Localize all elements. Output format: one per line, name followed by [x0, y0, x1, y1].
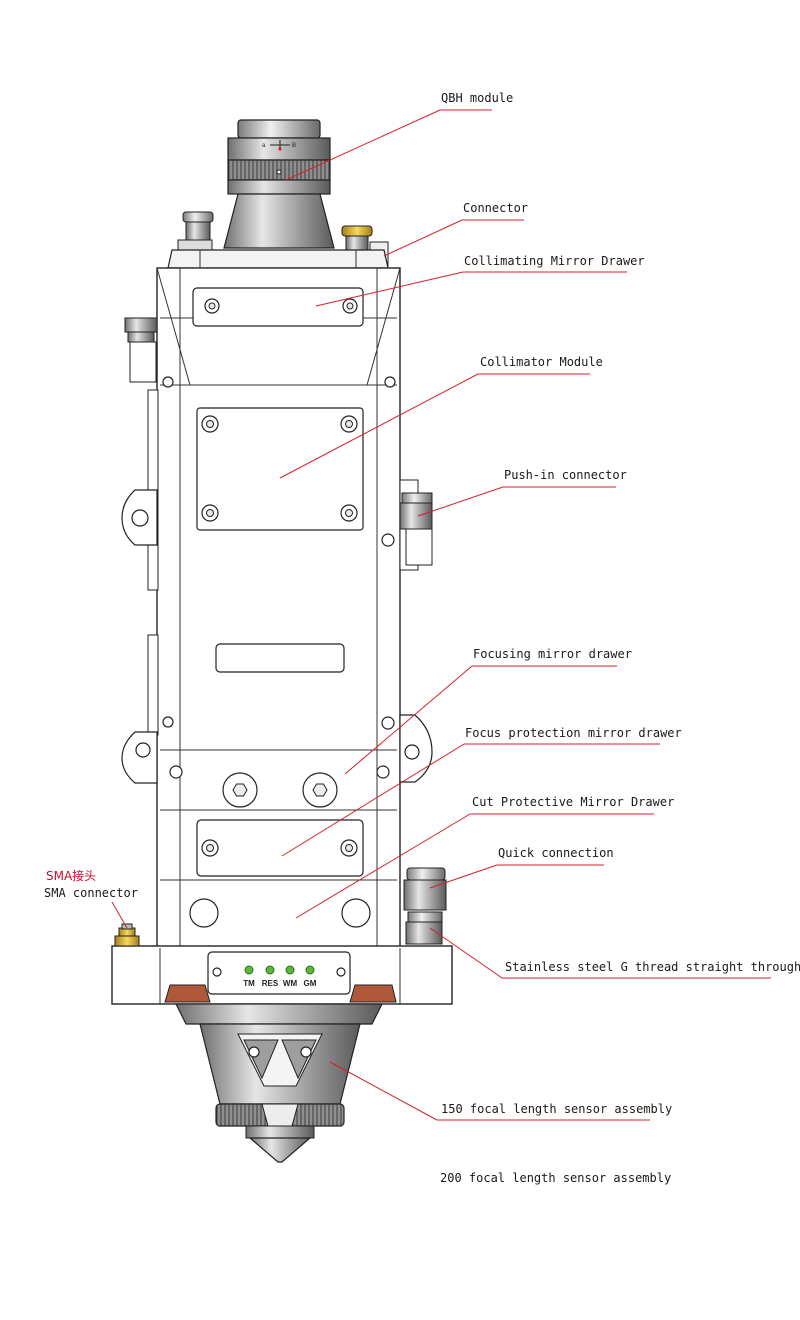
led-res [265, 965, 275, 975]
collimating-mirror-drawer [192, 287, 364, 327]
nameplate-slot [215, 643, 345, 673]
quick-connection [403, 867, 447, 911]
top-connector-right [341, 225, 389, 267]
label-sma-connector: SMA connector [44, 886, 138, 900]
qbh-scale-mark-a: a [262, 143, 266, 149]
led-label-gm: GM [304, 979, 317, 988]
label-sensor-150: 150 focal length sensor assembly [441, 1102, 672, 1116]
label-focus-protection-mirror-drawer: Focus protection mirror drawer [465, 726, 682, 740]
callout-leaders [111, 109, 771, 1121]
label-qbh-module: QBH module [441, 91, 513, 105]
label-collimator-module: Collimator Module [480, 355, 603, 369]
indicator-panel: TM RES WM GM [207, 951, 351, 995]
left-side-fittings [121, 317, 159, 784]
focusing-mirror-drawer [222, 772, 338, 808]
led-wm [285, 965, 295, 975]
label-quick-connection: Quick connection [498, 846, 614, 860]
cut-protective-mirror-drawer [196, 819, 364, 877]
collimator-module-plate [196, 407, 364, 531]
label-connector: Connector [463, 201, 528, 215]
label-stainless-steel-thread: Stainless steel G thread straight throug… [505, 960, 800, 974]
label-sensor-200: 200 focal length sensor assembly [440, 1171, 671, 1185]
label-push-in-connector: Push-in connector [504, 468, 627, 482]
label-sma-connector-cn: SMA接头 [46, 868, 96, 883]
label-cut-protective-mirror-drawer: Cut Protective Mirror Drawer [472, 795, 674, 809]
led-label-res: RES [262, 979, 279, 988]
qbh-module: a B [223, 119, 335, 249]
top-connector-left [177, 211, 214, 251]
sensor-assembly [199, 1023, 361, 1163]
sma-connector [114, 923, 140, 947]
label-collimating-mirror-drawer: Collimating Mirror Drawer [464, 254, 645, 268]
led-label-tm: TM [243, 979, 255, 988]
led-label-wm: WM [283, 979, 298, 988]
label-focusing-mirror-drawer: Focusing mirror drawer [473, 647, 632, 661]
qbh-scale-mark-b: B [292, 143, 296, 149]
led-tm [244, 965, 254, 975]
led-gm [305, 965, 315, 975]
push-in-connector [399, 492, 433, 566]
stainless-g-thread-fitting [405, 911, 443, 945]
